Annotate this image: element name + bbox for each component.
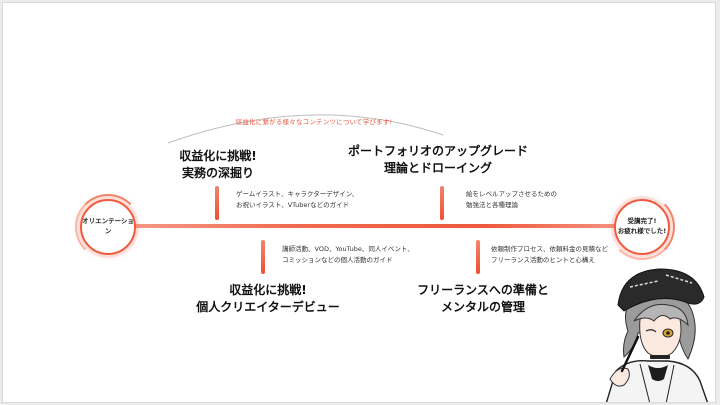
caption-arc — [167, 114, 444, 144]
completion-node: 受講完了! お疲れ様でした! — [609, 194, 675, 260]
milestone-4-description: 依頼制作プロセス、依頼料金の見積など フリーランス活動のヒントと心構え — [491, 245, 608, 264]
milestone-1-tick — [215, 186, 219, 220]
milestone-4-tick — [476, 240, 480, 274]
milestone-3-description: 絵をレベルアップさせるための 勉強法と各種理論 — [466, 190, 557, 209]
milestone-4-title: フリーランスへの準備と メンタルの管理 — [417, 283, 549, 314]
milestone-1-title: 収益化に挑戦! 実務の深掘り — [179, 149, 257, 180]
timeline-bar — [108, 224, 648, 228]
milestone-2-description: 講師活動、VOD、YouTube、同人イベント、 コミッションなどの個人活動のガ… — [282, 245, 414, 264]
milestone-1-description: ゲームイラスト、キャラクターデザイン、 お祝いイラスト、VTuberなどのガイド — [236, 190, 359, 209]
milestone-3-title: ポートフォリオのアップグレード 理論とドローイング — [347, 144, 528, 175]
milestone-2-title: 収益化に挑戦! 個人クリエイターデビュー — [196, 283, 340, 314]
milestone-2-tick — [261, 240, 265, 274]
mascot-illustration — [605, 268, 709, 402]
arc-caption: 収益化に繋がる様々なコンテンツについて学びます! — [235, 118, 393, 126]
orientation-node: オリエンテーション — [75, 194, 141, 260]
milestone-3-tick — [440, 186, 444, 220]
completion-ring — [609, 194, 675, 260]
orientation-ring — [75, 194, 141, 260]
